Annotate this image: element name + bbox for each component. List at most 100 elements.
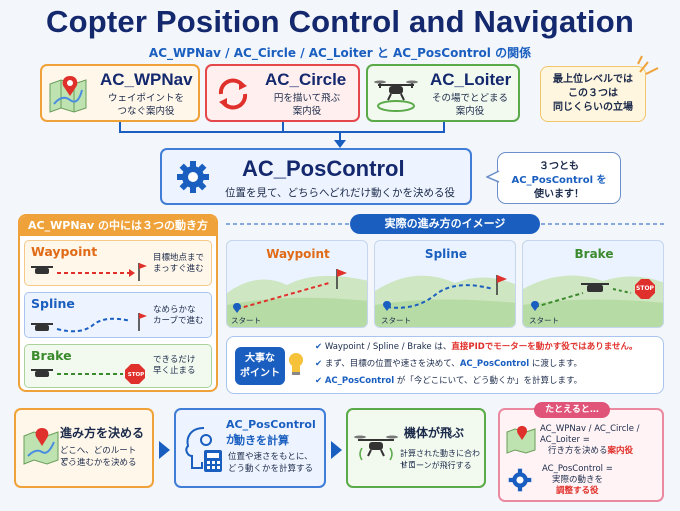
card-loiter: AC_Loiter その場でとどまる 案内役: [366, 64, 520, 122]
sparkle-icon: [637, 55, 659, 75]
flow-step-1-desc-2: どう進むかを決める: [60, 458, 137, 468]
scene-spline: Spline スタート: [374, 240, 516, 328]
example-2-line-2: 実際の動きを: [552, 475, 604, 485]
card-wpnav: AC_WPNav ウェイポイントを つなぐ案内役: [40, 64, 200, 122]
card-loiter-desc-1: その場でとどまる: [431, 93, 508, 104]
scene-brake-stop: STOP: [636, 285, 654, 292]
gear-icon: [508, 468, 532, 492]
flow-arrow-2: [331, 441, 342, 459]
mode-brake-desc-1: できるだけ: [153, 355, 196, 365]
example-1-line-2: AC_Loiter =: [540, 435, 590, 445]
mode-waypoint-desc-2: まっすぐ進む: [153, 264, 204, 274]
flow-step-2: AC_PosControl が 動きを計算 位置や速さをもとに、 どう動くかを計…: [174, 408, 326, 488]
scene-waypoint-landscape: [227, 269, 367, 327]
point-3: ✔ AC_PosControl が「今どこにいて、どう動くか」を計算します。: [315, 376, 583, 386]
poscontrol-name: AC_PosControl: [242, 156, 405, 181]
mode-spline-desc-1: なめらかな: [153, 305, 196, 315]
flow-step-1: 進み方を決める どこへ、どのルートで、 どう進むかを決める: [14, 408, 154, 488]
mode-spline-name: Spline: [31, 296, 75, 311]
wpnav-panel-header: AC_WPNav の中には３つの動き方: [20, 216, 216, 236]
poscontrol-box: AC_PosControl 位置を見て、どちらへどれだけ動くかを決める役: [160, 148, 472, 205]
mode-spline-desc-2: カーブで進む: [153, 316, 204, 326]
map-icon: [506, 426, 536, 454]
scene-waypoint-title: Waypoint: [266, 247, 330, 261]
flow-step-2-desc-2: どう動くかを計算する: [228, 464, 314, 474]
page-title: Copter Position Control and Navigation: [46, 4, 634, 39]
mode-waypoint-desc-1: 目標地点まで: [153, 253, 205, 263]
example-1-line-1: AC_WPNav / AC_Circle /: [540, 424, 640, 434]
lightbulb-icon: [289, 353, 303, 375]
points-box: 大事な ポイント ✔ Waypoint / Spline / Brake は、直…: [226, 336, 664, 394]
brake-stop-label: STOP: [127, 372, 145, 378]
points-badge-line-1: 大事な: [245, 353, 275, 364]
top-note-line-2: この３つは: [568, 88, 618, 99]
flow-arrow-1: [159, 441, 170, 459]
example-1-line-3: 行き方を決める案内役: [548, 446, 634, 456]
scene-spline-title: Spline: [424, 247, 468, 261]
mode-spline: Spline なめらかな カーブで進む: [24, 292, 212, 338]
card-circle-name: AC_Circle: [265, 70, 347, 89]
flow-step-3-title: 機体が飛ぶ: [404, 426, 465, 440]
mode-brake-name: Brake: [31, 348, 72, 363]
flow-step-3-desc-1: 計算された動きに合わせて: [400, 449, 480, 469]
point-1: ✔ Waypoint / Spline / Brake は、直接PIDでモーター…: [315, 342, 638, 352]
points-badge-line-2: ポイント: [240, 368, 280, 379]
bubble-tail: [486, 170, 500, 183]
top-note-line-3: 同じくらいの立場: [553, 102, 633, 113]
top-note: 最上位レベルでは この３つは 同じくらいの立場: [540, 66, 646, 122]
example-box: たとえると… AC_WPNav / AC_Circle / AC_Loiter …: [498, 402, 664, 502]
mode-brake: Brake STOP できるだけ 早く止まる: [24, 344, 212, 388]
card-circle: AC_Circle 円を描いて飛ぶ 案内役: [205, 64, 360, 122]
card-loiter-name: AC_Loiter: [430, 70, 512, 89]
check-icon: ✔: [315, 376, 325, 386]
card-wpnav-name: AC_WPNav: [100, 70, 193, 89]
scene-brake-start: スタート: [529, 316, 559, 325]
brain-calculator-icon: [185, 427, 222, 472]
bubble-line-3: 使います！: [534, 189, 584, 200]
check-icon: ✔: [315, 359, 325, 369]
scene-waypoint: Waypoint スタート: [226, 240, 368, 328]
waypoint-path-icon: [31, 263, 147, 281]
map-pin-icon: [49, 76, 87, 113]
mode-waypoint-name: Waypoint: [31, 244, 98, 259]
wpnav-panel: AC_WPNav の中には３つの動き方 Waypoint 目標地点まで まっすぐ…: [18, 214, 218, 392]
drone-hover-icon: [374, 80, 418, 112]
scene-spline-landscape: [375, 275, 515, 327]
flow-step-2-title-1: AC_PosControl が: [226, 418, 316, 446]
brake-path-icon: [31, 364, 145, 384]
bubble-line-1: ３つとも: [539, 161, 579, 172]
scene-brake-landscape: [523, 275, 663, 327]
flow-step-3-desc-2: ドローンが飛行する: [400, 461, 472, 470]
flow-step-2-title-2: 動きを計算: [234, 434, 289, 447]
points-badge: 大事な ポイント: [235, 347, 285, 385]
flying-drone-icon: [354, 435, 398, 461]
flow-step-3: 機体が飛ぶ 計算された動きに合わせて ドローンが飛行する: [346, 408, 486, 488]
check-icon: ✔: [315, 342, 325, 352]
connector-lines: [119, 122, 445, 148]
gear-icon: [177, 161, 209, 193]
example-2-line-1: AC_PosControl =: [542, 464, 613, 474]
spline-path-icon: [31, 313, 147, 333]
top-note-line-1: 最上位レベルでは: [553, 74, 633, 85]
flow-step-1-desc-1: どこへ、どのルートで、: [60, 446, 137, 467]
poscontrol-bubble: ３つとも AC_PosControl を 使います！: [497, 152, 621, 204]
card-loiter-desc-2: 案内役: [455, 106, 485, 117]
scene-spline-start: スタート: [381, 316, 411, 325]
flow-step-1-title: 進み方を決める: [60, 426, 145, 440]
bubble-line-2: AC_PosControl を: [511, 175, 607, 186]
poscontrol-desc: 位置を見て、どちらへどれだけ動くかを決める役: [225, 187, 455, 199]
point-2: ✔ まず、目標の位置や速さを決めて、AC_PosControl に渡します。: [315, 359, 583, 369]
scene-waypoint-start: スタート: [231, 316, 261, 325]
card-circle-desc-1: 円を描いて飛ぶ: [273, 93, 341, 104]
card-wpnav-desc-1: ウェイポイントを: [107, 93, 184, 104]
example-header: たとえると…: [534, 402, 610, 418]
page-subtitle: AC_WPNav / AC_Circle / AC_Loiter と AC_Po…: [148, 46, 532, 60]
route-map-icon: [23, 428, 59, 465]
mode-brake-desc-2: 早く止まる: [153, 366, 196, 376]
card-circle-desc-2: 案内役: [292, 106, 322, 117]
mode-waypoint: Waypoint 目標地点まで まっすぐ進む: [24, 240, 212, 286]
image-panel: 実際の進み方のイメージ Waypoint スタート Spline スタート: [226, 214, 664, 330]
example-2-line-3: 調整する役: [556, 486, 599, 496]
scene-brake: STOP Brake スタート: [522, 240, 664, 328]
scene-brake-title: Brake: [574, 247, 614, 261]
